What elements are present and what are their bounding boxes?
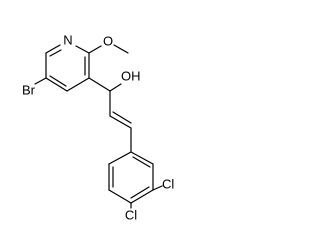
bond-ar3-ar4 [130, 189, 154, 204]
bond-c4-c5-inner [49, 75, 67, 87]
chlorine-label-para: Cl [125, 208, 137, 223]
pyridine-ring [45, 44, 90, 92]
bond-c3-carbinol [88, 77, 111, 92]
bond-c6-n [45, 44, 61, 54]
bond-alkene [109, 115, 132, 129]
chemical-structure-diagram: N O OH Br Cl Cl [22, 33, 174, 223]
bond-c2-o [88, 45, 102, 54]
bond-ar1-ar2 [130, 151, 154, 165]
bond-alkene-inner [112, 111, 132, 124]
bond-c4-c5 [45, 77, 68, 92]
dichlorophenyl-ring [108, 151, 154, 204]
bond-ar3-cl [152, 185, 163, 191]
hydroxyl-label: OH [121, 69, 141, 84]
bond-c5-br [34, 77, 47, 85]
bond-ar1-ar2-inner [132, 156, 151, 168]
bond-o-methyl [113, 44, 129, 54]
methoxy-oxygen-label: O [103, 34, 113, 49]
bond-ar3-ar4-inner [130, 186, 150, 199]
bond-n-c2 [75, 45, 90, 54]
bond-ar6-ar1 [108, 151, 132, 165]
bond-carbinol-oh [109, 83, 122, 92]
bond-ar4-ar5 [108, 189, 132, 204]
bond-c6-n-inner [49, 49, 62, 57]
bond-c3-c4 [66, 77, 90, 92]
chlorine-label-meta: Cl [162, 177, 174, 192]
bromine-label: Br [22, 83, 36, 98]
nitrogen-label: N [63, 33, 72, 48]
